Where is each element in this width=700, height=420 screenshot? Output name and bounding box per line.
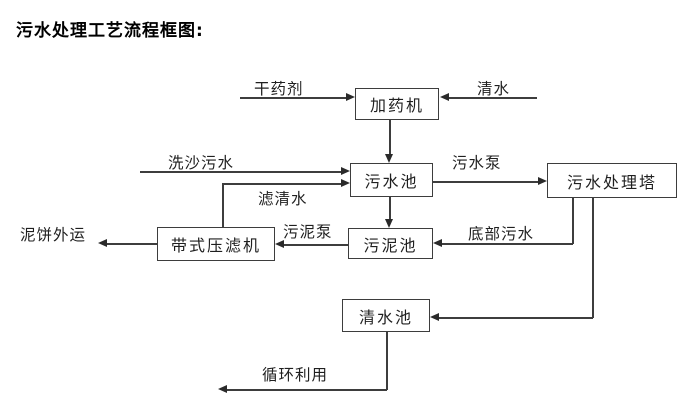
node-dosing-machine: 加药机 xyxy=(355,88,439,120)
arrow-tower-to-clean-head-icon xyxy=(430,313,439,321)
diagram-title: 污水处理工艺流程框图: xyxy=(16,21,204,41)
arrow-recycle-line xyxy=(227,389,387,391)
node-sludge-pool-label: 污泥池 xyxy=(363,235,418,255)
label-sewage-pump: 污水泵 xyxy=(452,154,502,172)
arrow-dry-agent-line xyxy=(240,97,347,99)
label-bottom-sewage: 底部污水 xyxy=(468,225,535,243)
arrow-clean-water-line xyxy=(449,97,537,99)
node-clean-water-pool: 清水池 xyxy=(342,299,430,332)
arrow-bottom-sewage-vline xyxy=(572,198,574,244)
arrow-sewage-pump-line xyxy=(433,181,538,183)
arrow-sand-wash-line xyxy=(140,171,341,173)
node-treatment-tower-label: 污水处理塔 xyxy=(566,172,657,192)
label-dry-agent: 干药剂 xyxy=(254,80,304,98)
node-sewage-pool: 污水池 xyxy=(350,163,433,197)
arrow-bottom-sewage-head-icon xyxy=(433,239,442,247)
arrow-sewage-pump-head-icon xyxy=(538,177,547,185)
label-recycle-use: 循环利用 xyxy=(262,366,329,384)
arrow-sewage-to-sludge-head-icon xyxy=(385,219,393,228)
arrow-dosing-to-sewage-line xyxy=(389,120,391,155)
arrow-mud-cake-line xyxy=(107,243,157,245)
arrow-filtered-water-vline xyxy=(222,183,224,227)
arrow-sludge-pump-head-icon xyxy=(275,240,284,248)
label-filtered-water: 滤清水 xyxy=(258,190,308,208)
arrow-clean-water-head-icon xyxy=(440,93,449,101)
arrow-tower-to-clean-vline xyxy=(592,198,594,318)
label-sand-wash-sewage: 洗沙污水 xyxy=(168,154,235,172)
label-clean-water: 清水 xyxy=(477,80,511,98)
node-clean-water-pool-label: 清水池 xyxy=(358,307,413,327)
arrow-mud-cake-head-icon xyxy=(98,239,107,247)
arrow-recycle-head-icon xyxy=(218,385,227,393)
node-belt-filter-press: 带式压滤机 xyxy=(157,227,275,261)
arrow-filtered-water-line xyxy=(222,183,341,185)
label-mud-cake-out: 泥饼外运 xyxy=(20,226,87,244)
node-treatment-tower: 污水处理塔 xyxy=(547,163,677,198)
arrow-dosing-to-sewage-head-icon xyxy=(385,154,393,163)
node-sludge-pool: 污泥池 xyxy=(348,228,433,259)
node-belt-filter-press-label: 带式压滤机 xyxy=(170,236,261,255)
arrow-sewage-to-sludge-line xyxy=(389,197,391,219)
arrow-filtered-water-head-icon xyxy=(341,179,350,187)
label-sludge-pump: 污泥泵 xyxy=(283,223,333,241)
arrow-sand-wash-head-icon xyxy=(341,167,350,175)
arrow-tower-to-clean-line xyxy=(439,317,593,319)
arrow-sludge-pump-line xyxy=(284,244,348,246)
node-dosing-machine-label: 加药机 xyxy=(369,96,424,115)
arrow-bottom-sewage-line xyxy=(442,243,573,245)
arrow-dry-agent-head-icon xyxy=(346,93,355,101)
arrow-recycle-vline xyxy=(386,332,388,390)
node-sewage-pool-label: 污水池 xyxy=(364,172,419,191)
